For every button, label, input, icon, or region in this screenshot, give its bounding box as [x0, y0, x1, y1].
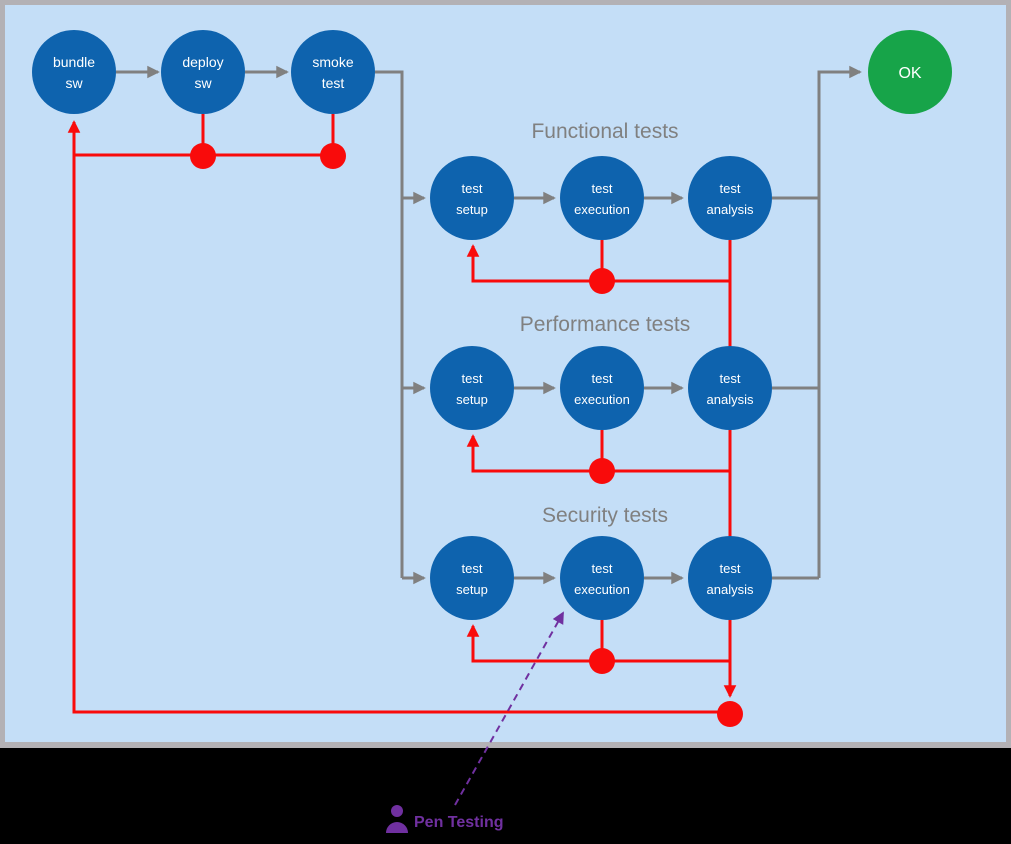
failure-line-sec-retry — [466, 624, 731, 663]
performance-test-execution-circle — [560, 346, 644, 430]
person-icon-body — [386, 822, 408, 833]
failure-line-perf-retry — [466, 434, 731, 473]
failure-dot-security — [589, 648, 615, 674]
functional-test-setup-circle — [430, 156, 514, 240]
failure-dot-functional — [589, 268, 615, 294]
ok-circle — [868, 30, 952, 114]
person-icon — [386, 805, 408, 833]
flow-rail-left — [375, 70, 404, 578]
failure-junction-dots — [190, 143, 743, 727]
flow-rail-right-to-ok — [817, 65, 862, 578]
group-title-security: Security tests — [542, 504, 668, 527]
functional-test-analysis-circle — [688, 156, 772, 240]
ok-label: OK — [898, 65, 921, 82]
node-ok: OK — [868, 30, 952, 114]
failure-line-return-to-bundle — [67, 120, 727, 714]
performance-test-setup-circle — [430, 346, 514, 430]
bundle-sw-circle — [32, 30, 116, 114]
security-test-setup-circle — [430, 536, 514, 620]
failure-line-func-retry — [466, 244, 731, 283]
person-icon-head — [391, 805, 403, 817]
deploy-sw-circle — [161, 30, 245, 114]
pen-testing-label: Pen Testing — [414, 814, 504, 831]
smoke-test-circle — [291, 30, 375, 114]
failure-dot-bottom — [717, 701, 743, 727]
failure-dot-deploy — [190, 143, 216, 169]
functional-test-execution-circle — [560, 156, 644, 240]
pen-testing-dashed-arrow — [454, 611, 564, 806]
security-test-analysis-circle — [688, 536, 772, 620]
security-test-execution-circle — [560, 536, 644, 620]
group-title-performance: Performance tests — [520, 313, 690, 336]
group-title-functional: Functional tests — [531, 120, 678, 143]
failure-dot-performance — [589, 458, 615, 484]
pen-testing-annotation: Pen Testing — [386, 611, 564, 833]
failure-dot-smoke — [320, 143, 346, 169]
success-path-network — [116, 65, 862, 585]
performance-test-analysis-circle — [688, 346, 772, 430]
